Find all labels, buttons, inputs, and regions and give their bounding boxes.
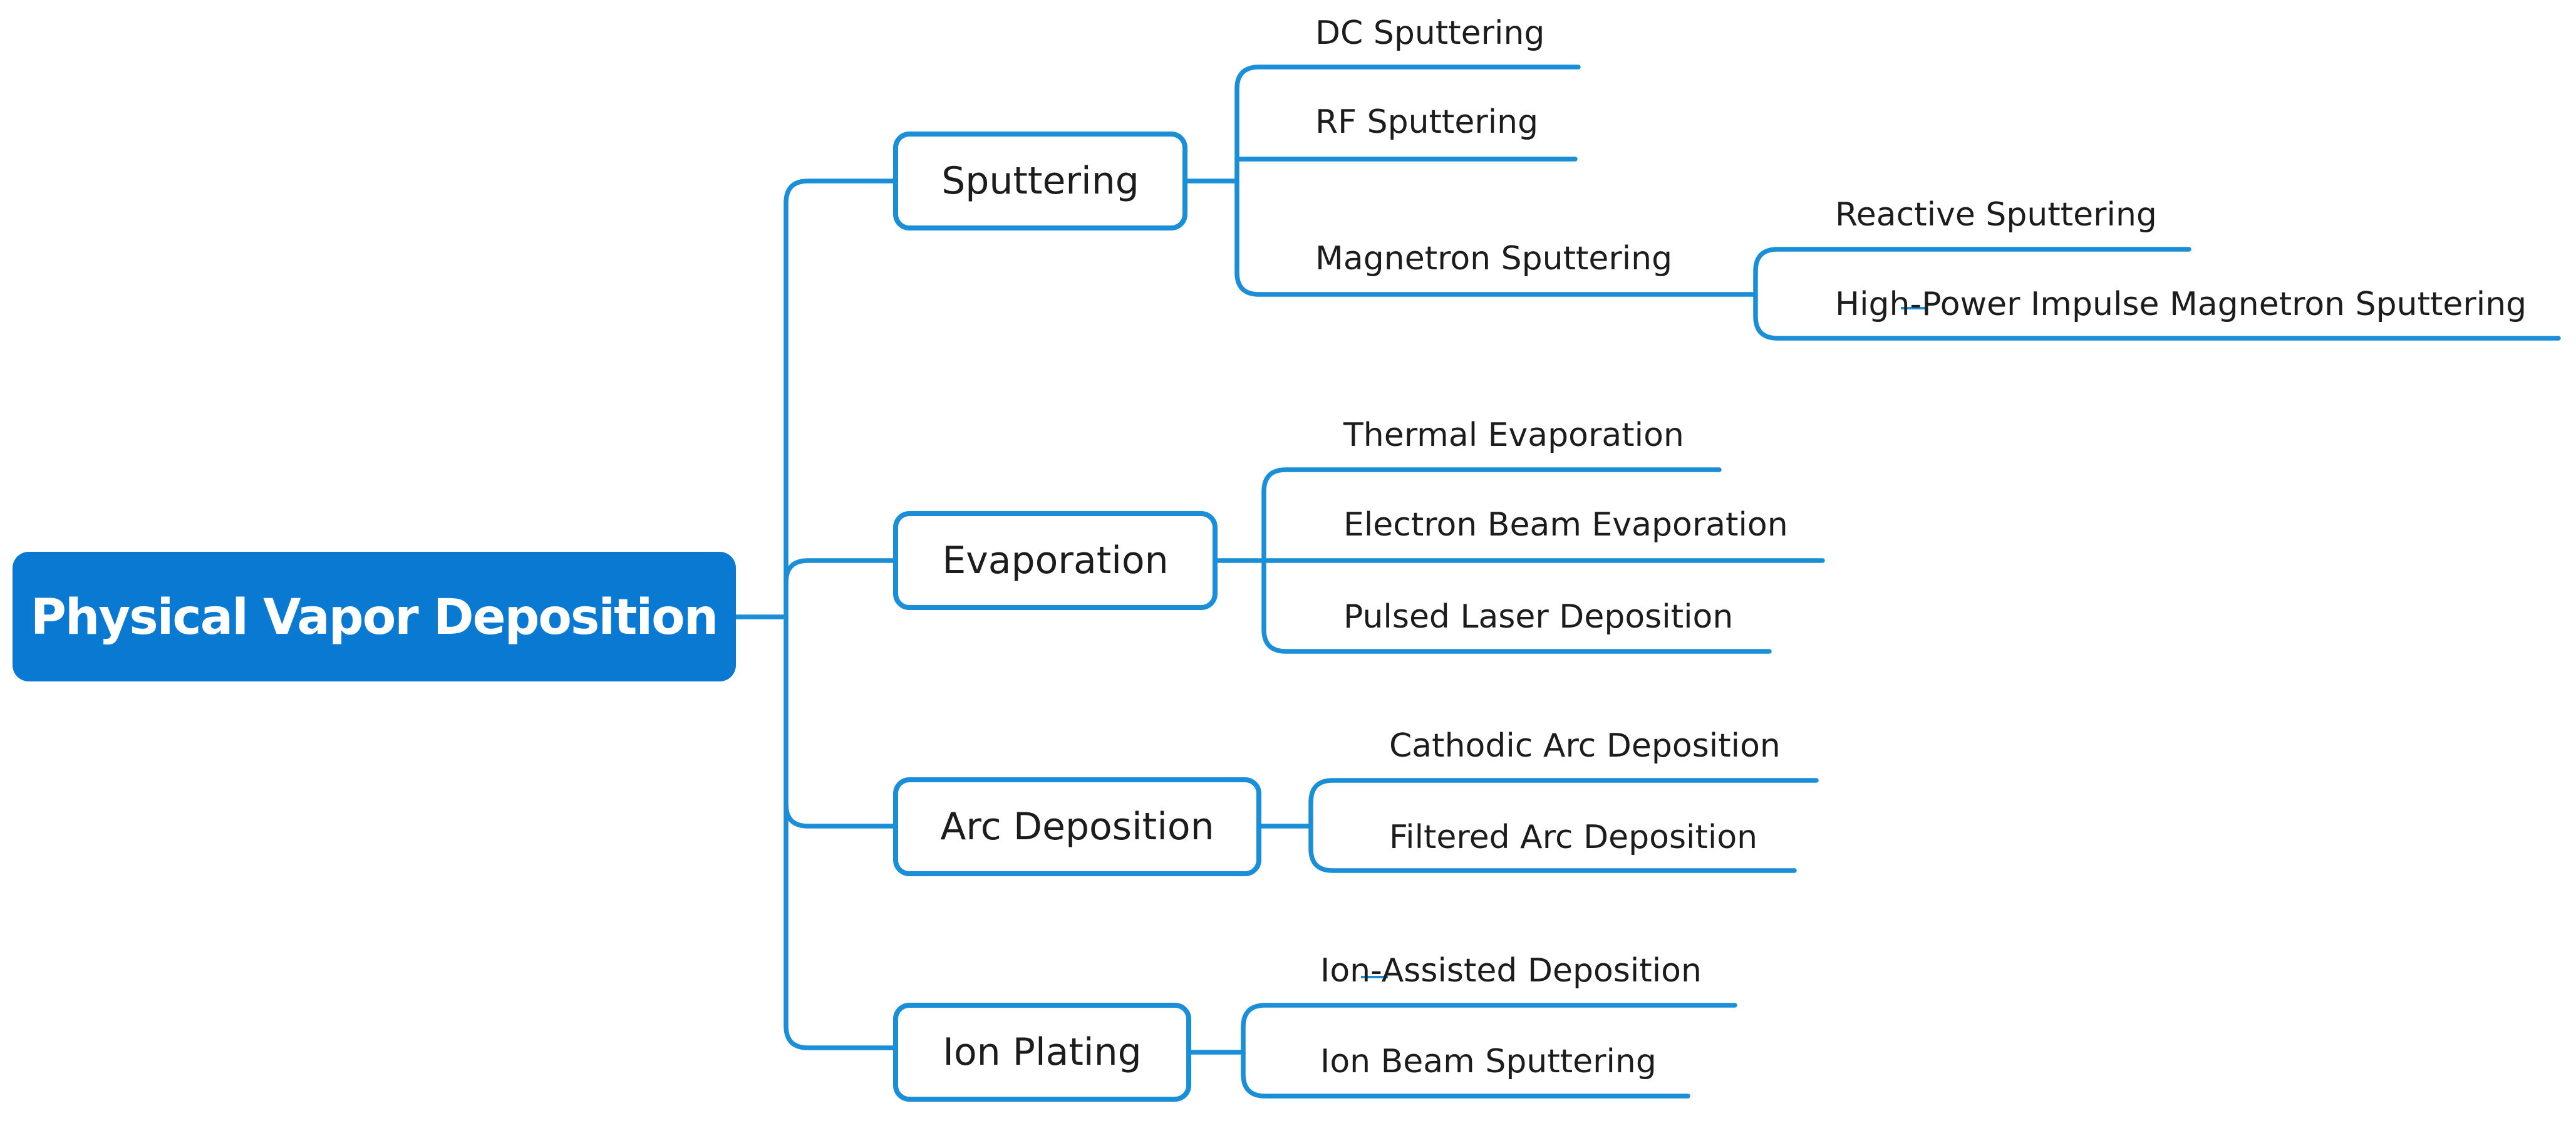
variant-hipims[interactable]: High-Power Impulse Magnetron Sputtering (1835, 286, 2527, 323)
method-ion-assisted-deposition[interactable]: Ion-Assisted Deposition (1320, 952, 1702, 990)
category-label: Sputtering (941, 159, 1139, 203)
root-box (13, 552, 736, 681)
root-node[interactable]: Physical Vapor Deposition (13, 552, 736, 681)
category-ion-plating[interactable]: Ion Plating (893, 1003, 1191, 1102)
magnetron-bracket (1753, 247, 2561, 341)
method-dc-sputtering[interactable]: DC Sputtering (1315, 14, 1544, 52)
category-arc-deposition[interactable]: Arc Deposition (893, 777, 1261, 876)
method-pulsed-laser-deposition[interactable]: Pulsed Laser Deposition (1343, 598, 1733, 636)
category-label: Ion Plating (943, 1030, 1141, 1074)
sputtering-bracket (1234, 65, 1756, 297)
category-sputtering[interactable]: Sputtering (893, 132, 1187, 230)
category-evaporation[interactable]: Evaporation (893, 511, 1218, 610)
trunk-connector (784, 179, 897, 1050)
method-magnetron-sputtering[interactable]: Magnetron Sputtering (1315, 240, 1672, 277)
method-filtered-arc-deposition[interactable]: Filtered Arc Deposition (1389, 819, 1757, 856)
variant-reactive-sputtering[interactable]: Reactive Sputtering (1835, 196, 2157, 234)
method-thermal-evaporation[interactable]: Thermal Evaporation (1343, 417, 1684, 454)
category-box (893, 1003, 1191, 1102)
category-box (893, 132, 1187, 230)
branch-evaporation (784, 558, 897, 585)
method-electron-beam-evaporation[interactable]: Electron Beam Evaporation (1343, 506, 1788, 544)
connectors (733, 65, 2561, 1099)
category-box (893, 777, 1261, 876)
category-box (893, 511, 1218, 610)
method-ion-beam-sputtering[interactable]: Ion Beam Sputtering (1320, 1043, 1657, 1080)
method-rf-sputtering[interactable]: RF Sputtering (1315, 103, 1538, 141)
category-label: Evaporation (942, 539, 1168, 582)
category-label: Arc Deposition (940, 805, 1214, 849)
arc-bracket (1308, 778, 1819, 873)
ion-plating-bracket (1241, 1003, 1737, 1099)
branch-arc-deposition (784, 802, 897, 829)
method-cathodic-arc-deposition[interactable]: Cathodic Arc Deposition (1389, 727, 1781, 765)
root-label: Physical Vapor Deposition (31, 589, 718, 646)
